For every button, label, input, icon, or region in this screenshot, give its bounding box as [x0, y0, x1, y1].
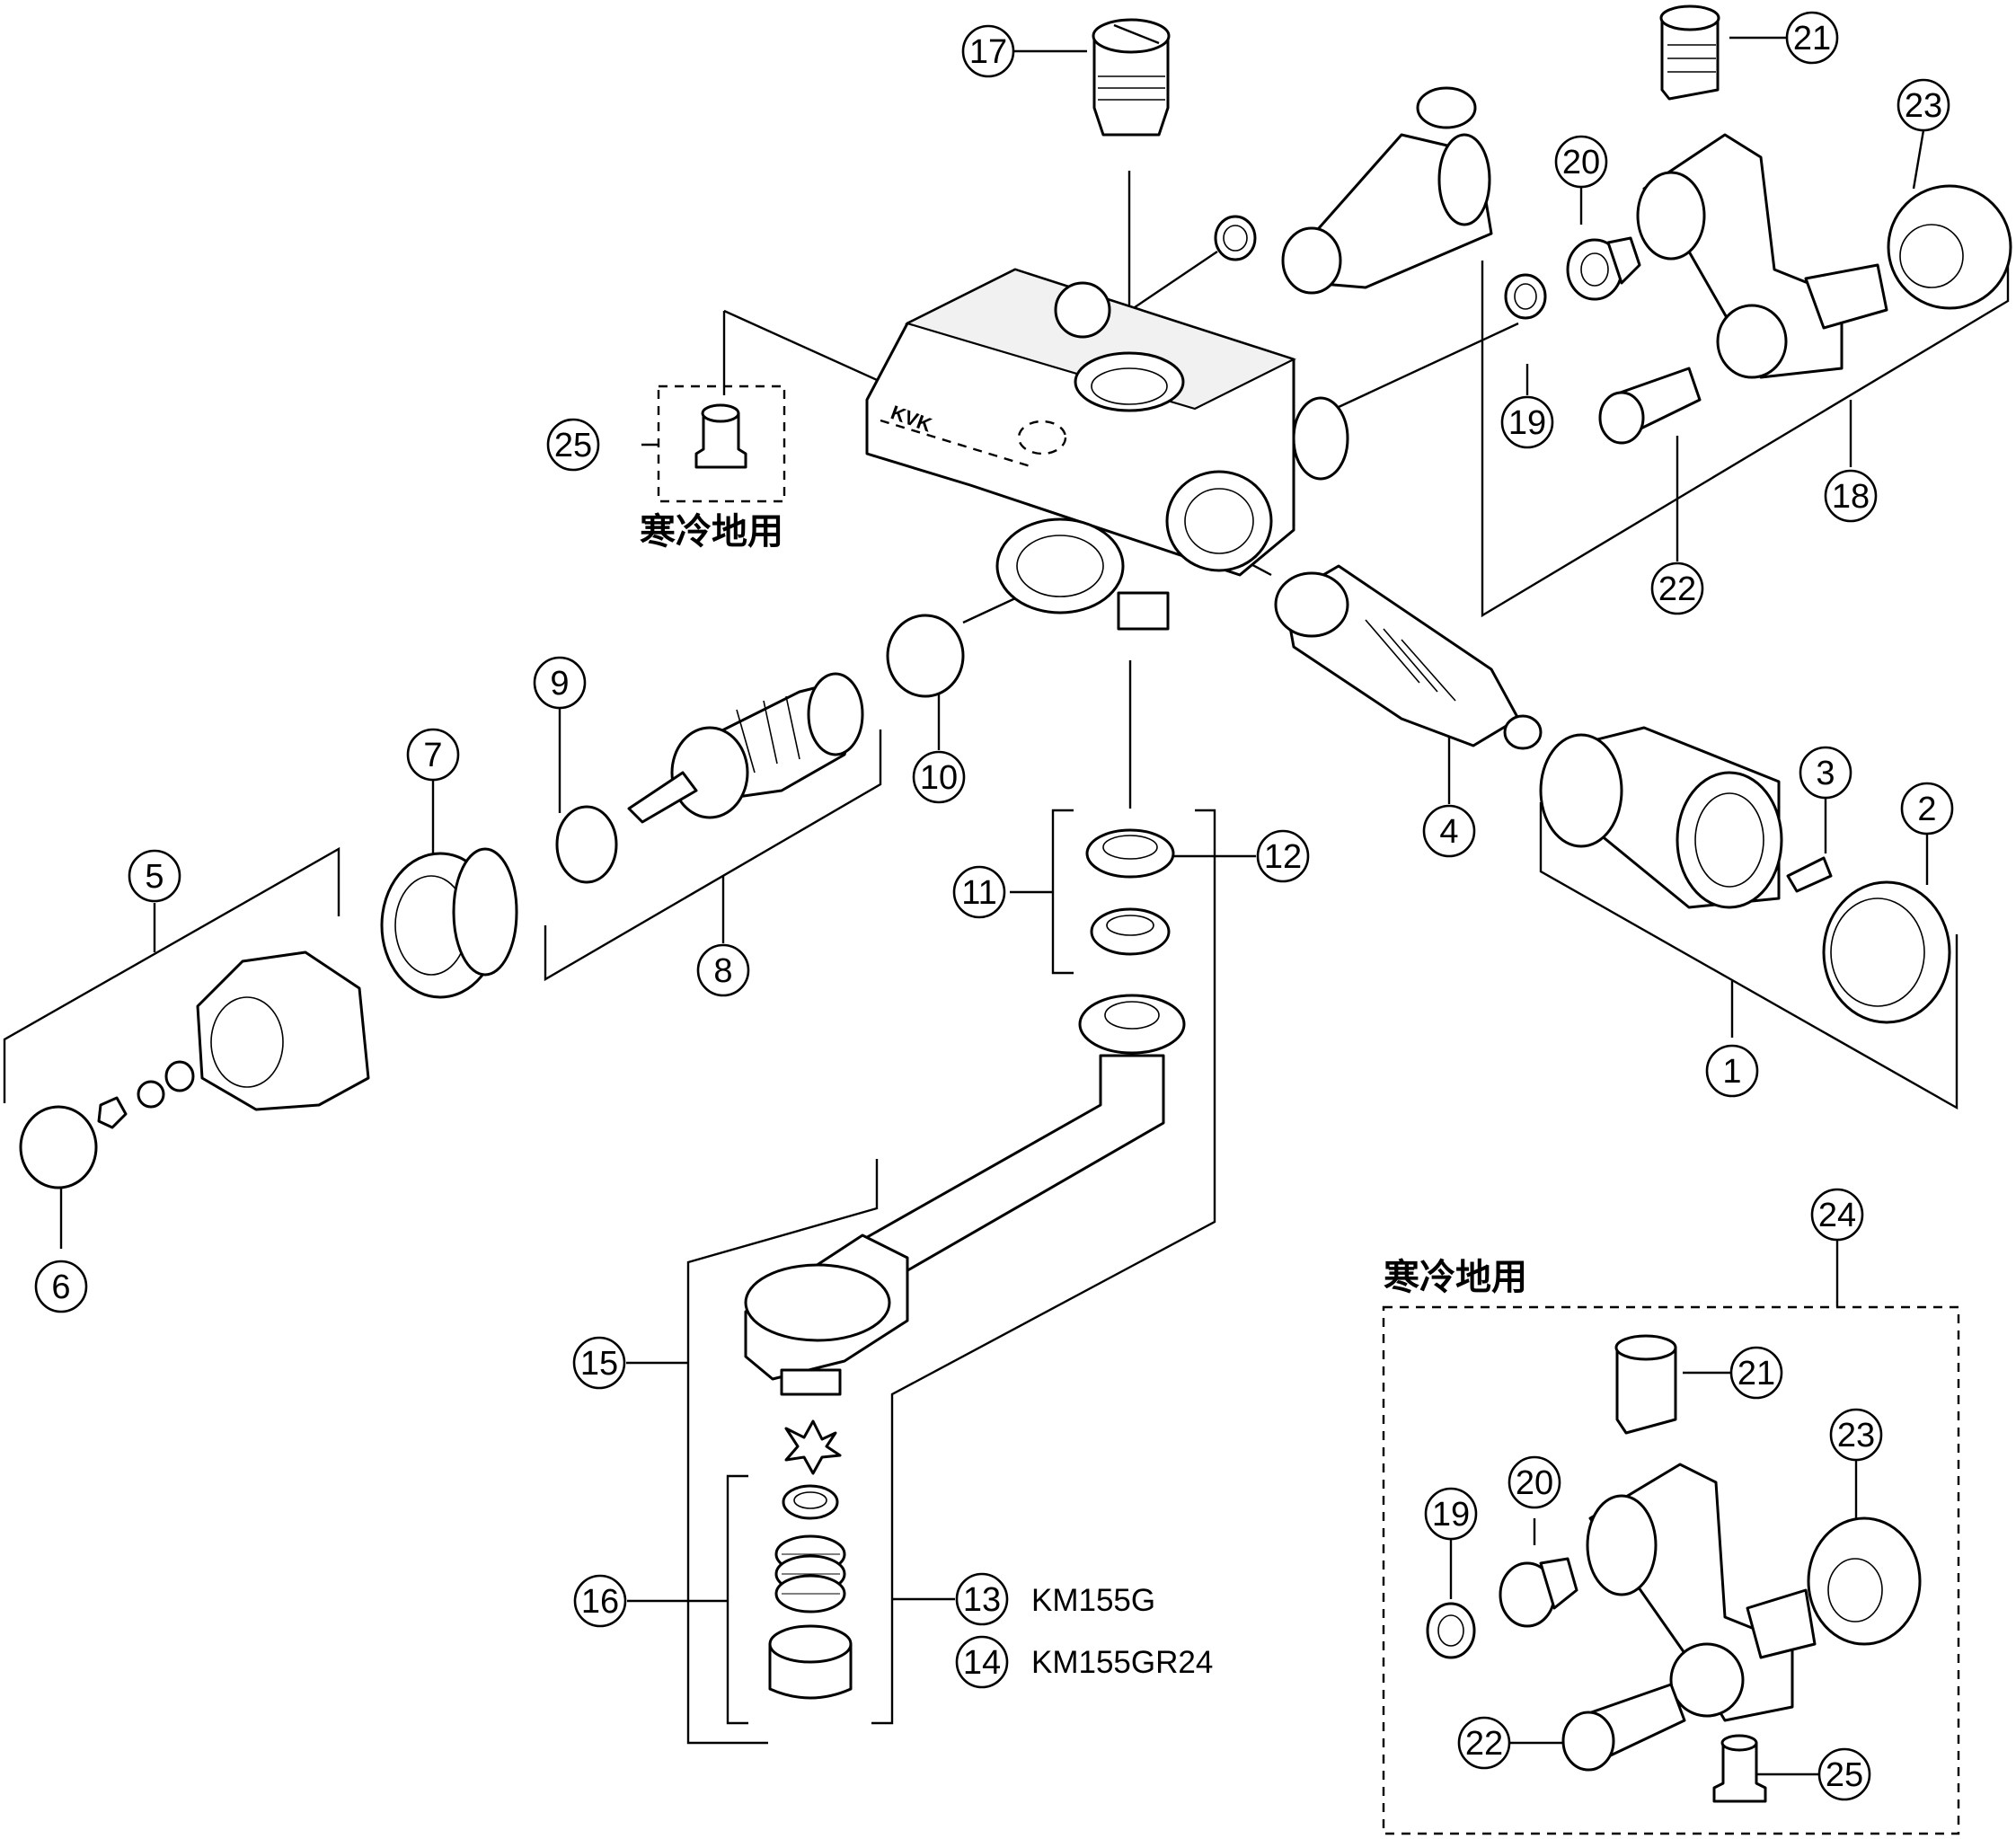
kit-part-23 — [1807, 1516, 1922, 1646]
kit-part-25 — [1712, 1734, 1767, 1803]
svg-text:12: 12 — [1264, 838, 1302, 876]
callout-16: 16 — [573, 1574, 627, 1628]
callout-22-top: 22 — [1650, 561, 1704, 615]
svg-text:6: 6 — [51, 1269, 70, 1306]
callout-5: 5 — [128, 849, 181, 903]
callout-24: 24 — [1810, 1188, 1864, 1242]
callout-1: 1 — [1705, 1044, 1759, 1098]
kit-part-21 — [1614, 1334, 1677, 1435]
kit-part-elbow — [1586, 1463, 1817, 1722]
cold-region-box-small — [657, 385, 786, 503]
part-21-upper — [1659, 4, 1720, 101]
part-6-cap — [19, 1105, 98, 1189]
callout-18: 18 — [1824, 469, 1878, 523]
svg-text:22: 22 — [1658, 570, 1696, 608]
svg-text:20: 20 — [1562, 144, 1600, 181]
svg-text:19: 19 — [1508, 404, 1546, 442]
svg-text:9: 9 — [550, 665, 569, 703]
callout-3: 3 — [1799, 746, 1852, 800]
callout-22-box: 22 — [1457, 1716, 1511, 1770]
svg-text:10: 10 — [920, 759, 958, 797]
svg-text:24: 24 — [1818, 1197, 1856, 1234]
svg-text:25: 25 — [1826, 1756, 1863, 1794]
svg-text:23: 23 — [1837, 1417, 1875, 1454]
svg-text:23: 23 — [1905, 87, 1942, 125]
part-7-union — [380, 847, 518, 999]
callout-21-box: 21 — [1729, 1346, 1783, 1400]
svg-text:16: 16 — [581, 1583, 619, 1621]
mixer-body: KVK — [865, 268, 1349, 631]
wall-elbow-left — [1214, 86, 1493, 295]
wall-elbow-right-upper — [1636, 133, 1888, 379]
svg-text:13: 13 — [963, 1581, 1001, 1619]
callout-13: 13 — [955, 1572, 1009, 1626]
callout-21-top: 21 — [1785, 11, 1839, 65]
svg-text:11: 11 — [961, 874, 996, 912]
part-8-cartridge — [627, 672, 864, 824]
svg-text:18: 18 — [1832, 478, 1870, 516]
part-22-upper — [1598, 367, 1702, 445]
callout-9: 9 — [533, 656, 587, 710]
svg-text:8: 8 — [713, 952, 732, 990]
part-11-12-washers — [1085, 828, 1175, 956]
callout-19-top: 19 — [1500, 395, 1554, 449]
svg-text:1: 1 — [1722, 1053, 1741, 1091]
svg-text:19: 19 — [1432, 1496, 1470, 1534]
part-25-upper — [694, 403, 747, 469]
cold-region-note-box: 寒冷地用 — [1384, 1257, 1527, 1298]
callout-15: 15 — [572, 1336, 626, 1390]
svg-text:25: 25 — [554, 427, 592, 464]
callout-23-box: 23 — [1829, 1408, 1883, 1462]
callout-23-top: 23 — [1897, 78, 1950, 132]
part-15-spout — [744, 994, 1186, 1475]
svg-text:17: 17 — [969, 33, 1007, 71]
callout-25-box: 25 — [1817, 1747, 1871, 1801]
svg-text:21: 21 — [1793, 20, 1831, 57]
svg-text:21: 21 — [1737, 1355, 1775, 1393]
part-9-clip — [555, 805, 618, 884]
model-label-14: KM155GR24 — [1031, 1645, 1213, 1680]
svg-text:22: 22 — [1465, 1725, 1503, 1763]
kit-part-19 — [1426, 1602, 1476, 1659]
svg-text:20: 20 — [1516, 1464, 1553, 1502]
part-17-cap — [1092, 18, 1171, 137]
callout-6: 6 — [34, 1260, 88, 1313]
svg-text:5: 5 — [145, 858, 164, 896]
callout-19-box: 19 — [1424, 1487, 1478, 1541]
cold-region-note-top: 寒冷地用 — [640, 511, 783, 553]
part-20-upper — [1566, 236, 1641, 301]
part-1-handle — [1539, 726, 1951, 1024]
part-16-aerator — [768, 1484, 853, 1700]
svg-text:4: 4 — [1439, 813, 1458, 851]
svg-text:15: 15 — [580, 1345, 618, 1383]
part-19-upper — [1504, 273, 1547, 320]
model-label-13: KM155G — [1031, 1583, 1155, 1618]
svg-text:7: 7 — [423, 737, 442, 774]
part-23-upper — [1887, 184, 2012, 310]
svg-text:14: 14 — [963, 1644, 1001, 1682]
callout-7: 7 — [406, 728, 460, 782]
part-10-gasket — [886, 614, 965, 698]
part-5-fitting — [97, 950, 370, 1129]
callout-12: 12 — [1256, 829, 1310, 883]
callout-8: 8 — [696, 943, 750, 997]
callout-20-top: 20 — [1554, 135, 1608, 189]
callout-4: 4 — [1422, 804, 1476, 858]
callout-14: 14 — [955, 1635, 1009, 1689]
callout-25-top: 25 — [546, 418, 600, 472]
part-4-thermostat-cartridge — [1274, 564, 1543, 750]
svg-text:2: 2 — [1917, 791, 1936, 828]
kit-part-20 — [1499, 1557, 1578, 1628]
callout-20-box: 20 — [1508, 1455, 1561, 1509]
callout-17: 17 — [961, 24, 1015, 78]
svg-text:3: 3 — [1816, 755, 1835, 792]
callout-11: 11 — [952, 865, 1006, 919]
callout-2: 2 — [1900, 782, 1954, 836]
callout-10: 10 — [912, 750, 966, 804]
kit-part-22 — [1561, 1683, 1686, 1772]
